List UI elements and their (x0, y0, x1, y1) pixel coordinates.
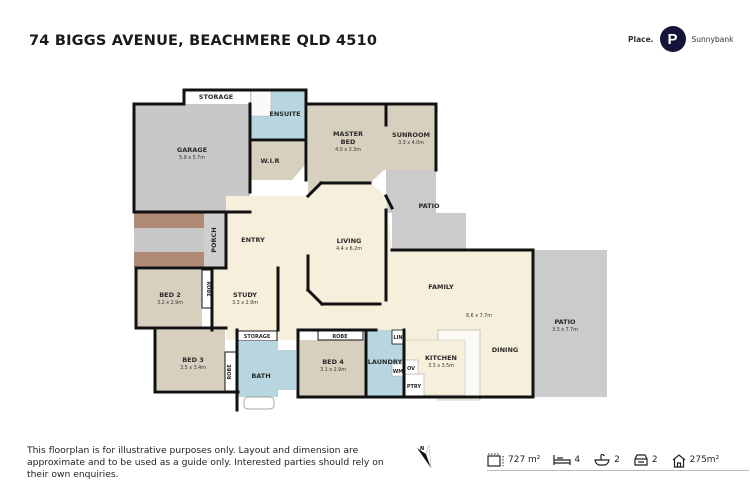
dims-bed2: 3.2 x 2.9m (157, 300, 183, 306)
study-area (214, 270, 278, 330)
label-wir: W.I.R (260, 157, 279, 165)
driveway-stripe (134, 252, 204, 267)
label-family: FAMILY (428, 283, 454, 291)
label-patio-top: PATIO (418, 202, 440, 210)
stat-bathrooms: 2 (593, 453, 620, 467)
land-size-icon (487, 453, 504, 467)
stat-car-spaces: 2 (633, 453, 658, 467)
bathtub (243, 396, 275, 410)
stat-land-size: 727 m² (487, 453, 540, 467)
land-size-value: 727 m² (508, 455, 541, 465)
label-lin: LIN (393, 335, 402, 341)
house-size-value: 275m² (689, 455, 720, 465)
label-laundry: LAUNDRY (368, 358, 403, 366)
label-bath: BATH (251, 372, 270, 380)
bath-icon (594, 453, 610, 466)
stat-bedrooms: 4 (553, 454, 580, 466)
bedrooms-value: 4 (574, 455, 581, 465)
bed4-area (300, 340, 366, 396)
label-entry: ENTRY (241, 236, 265, 244)
label-kitchen: KITCHEN (425, 354, 457, 362)
label-storage-top: STORAGE (199, 93, 233, 101)
bed-icon (553, 455, 572, 465)
agency-brand: Place. P Sunnybank (628, 26, 733, 52)
brand-name: Place. (628, 34, 654, 44)
dims-garage: 5.9 x 5.7m (179, 155, 205, 161)
property-address: 74 BIGGS AVENUE, BEACHMERE QLD 4510 (29, 33, 378, 49)
patio-top-floor (386, 170, 466, 250)
car-icon (634, 453, 648, 466)
master-bed-area (308, 104, 436, 196)
brand-logo-icon: P (659, 26, 686, 52)
bed2-area (136, 270, 202, 328)
label-bed4: BED 4 (322, 358, 344, 366)
bathrooms-value: 2 (614, 455, 620, 465)
shower (250, 90, 272, 117)
property-stats: 727 m² 4 2 2 275m² (487, 450, 749, 471)
wir-area (250, 142, 305, 180)
brand-office: Sunnybank (691, 34, 734, 44)
label-garage: GARAGE (177, 146, 207, 154)
walls (132, 88, 535, 412)
label-ov: OV (407, 366, 415, 372)
dims-sunroom: 3.3 x 4.0m (398, 140, 424, 146)
stat-house-size: 275m² (671, 453, 720, 468)
dims-patio-right: 3.3 x 7.7m (552, 327, 578, 333)
bed3-area (155, 330, 225, 390)
bath-area (238, 341, 278, 397)
label-study: STUDY (233, 291, 257, 299)
driveway-stripe (134, 213, 204, 228)
label-robe-bed3: ROBE (227, 364, 233, 380)
dims-study: 3.3 x 2.9m (232, 300, 258, 306)
label-porch: PORCH (210, 227, 218, 253)
label-master-line2: BED (341, 138, 356, 146)
wc-area (278, 350, 296, 390)
dims-bed3: 3.5 x 3.4m (180, 365, 206, 371)
dims-master: 4.0 x 3.3m (335, 147, 361, 153)
porch-area (204, 213, 226, 268)
disclaimer-text: This floorplan is for illustrative purpo… (27, 445, 384, 480)
label-master-line1: MASTER (333, 130, 363, 138)
label-ensuite: ENSUITE (269, 110, 300, 118)
label-patio-right: PATIO (554, 318, 576, 326)
dims-bed4: 3.1 x 2.9m (320, 367, 346, 373)
label-robe-bed2: ROBE (205, 281, 211, 297)
label-bed3: BED 3 (182, 356, 204, 364)
patio-right-area (533, 250, 607, 397)
dims-kitchen: 3.3 x 3.5m (428, 363, 454, 369)
label-sunroom: SUNROOM (392, 131, 430, 139)
label-ptry: PTRY (407, 384, 422, 390)
label-bed2: BED 2 (159, 291, 181, 299)
car-spaces-value: 2 (651, 455, 658, 465)
dims-living: 4.4 x 6.2m (336, 246, 362, 252)
label-dining: DINING (492, 346, 518, 354)
house-size-icon (672, 453, 686, 468)
label-wm: WM (393, 369, 404, 375)
label-living: LIVING (337, 237, 362, 245)
compass-label: N (420, 446, 424, 452)
label-storage-mid: STORAGE (244, 334, 271, 340)
label-robe-bed4: ROBE (332, 334, 348, 340)
dims-family: 6.6 x 7.7m (466, 313, 492, 319)
north-compass-icon: N (417, 444, 432, 469)
storage-top-area (184, 90, 248, 104)
garage-area (134, 104, 250, 212)
